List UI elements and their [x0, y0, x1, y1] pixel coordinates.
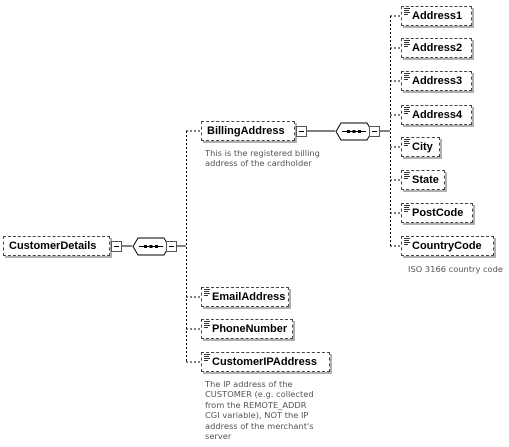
element-countrycode[interactable]: CountryCode — [401, 236, 494, 256]
documentation-icon — [404, 73, 410, 80]
documentation-icon — [404, 172, 410, 179]
billing-address-annotation: This is the registered billing address o… — [205, 148, 320, 169]
collapse-toggle[interactable] — [111, 241, 122, 252]
element-label: Address4 — [412, 109, 463, 121]
sequence-compositor-icon — [335, 122, 373, 141]
documentation-icon — [204, 289, 210, 296]
element-label: BillingAddress — [207, 125, 285, 137]
documentation-icon — [204, 354, 210, 361]
element-customer-ip-address[interactable]: CustomerIPAddress — [201, 352, 330, 372]
element-label: CustomerIPAddress — [212, 356, 317, 368]
documentation-icon — [404, 139, 410, 146]
element-label: State — [412, 174, 439, 186]
sequence-compositor-icon — [132, 237, 170, 256]
element-label: PostCode — [412, 207, 464, 219]
element-label: Address2 — [412, 42, 463, 54]
element-label: City — [412, 141, 433, 153]
element-billing-address[interactable]: BillingAddress — [201, 121, 295, 141]
countrycode-annotation: ISO 3166 country code — [408, 264, 504, 274]
element-city[interactable]: City — [401, 137, 440, 157]
element-address1[interactable]: Address1 — [401, 6, 472, 26]
element-address2[interactable]: Address2 — [401, 38, 472, 58]
element-label: CustomerDetails — [9, 240, 97, 252]
collapse-toggle[interactable] — [296, 126, 307, 137]
documentation-icon — [404, 107, 410, 114]
collapse-toggle[interactable] — [166, 241, 177, 252]
element-address3[interactable]: Address3 — [401, 71, 472, 91]
collapse-toggle[interactable] — [369, 126, 380, 137]
element-customer-details[interactable]: CustomerDetails — [3, 236, 110, 256]
element-address4[interactable]: Address4 — [401, 105, 472, 125]
documentation-icon — [204, 321, 210, 328]
documentation-icon — [404, 238, 410, 245]
documentation-icon — [404, 8, 410, 15]
customer-ip-address-annotation: The IP address of the CUSTOMER (e.g. col… — [205, 379, 314, 442]
documentation-icon — [404, 40, 410, 47]
element-email-address[interactable]: EmailAddress — [201, 287, 289, 307]
element-state[interactable]: State — [401, 170, 445, 190]
element-label: CountryCode — [412, 240, 482, 252]
element-postcode[interactable]: PostCode — [401, 203, 473, 223]
element-label: EmailAddress — [212, 291, 286, 303]
element-phone-number[interactable]: PhoneNumber — [201, 319, 293, 339]
element-label: Address3 — [412, 75, 463, 87]
element-label: PhoneNumber — [212, 323, 288, 335]
documentation-icon — [404, 205, 410, 212]
element-label: Address1 — [412, 10, 463, 22]
